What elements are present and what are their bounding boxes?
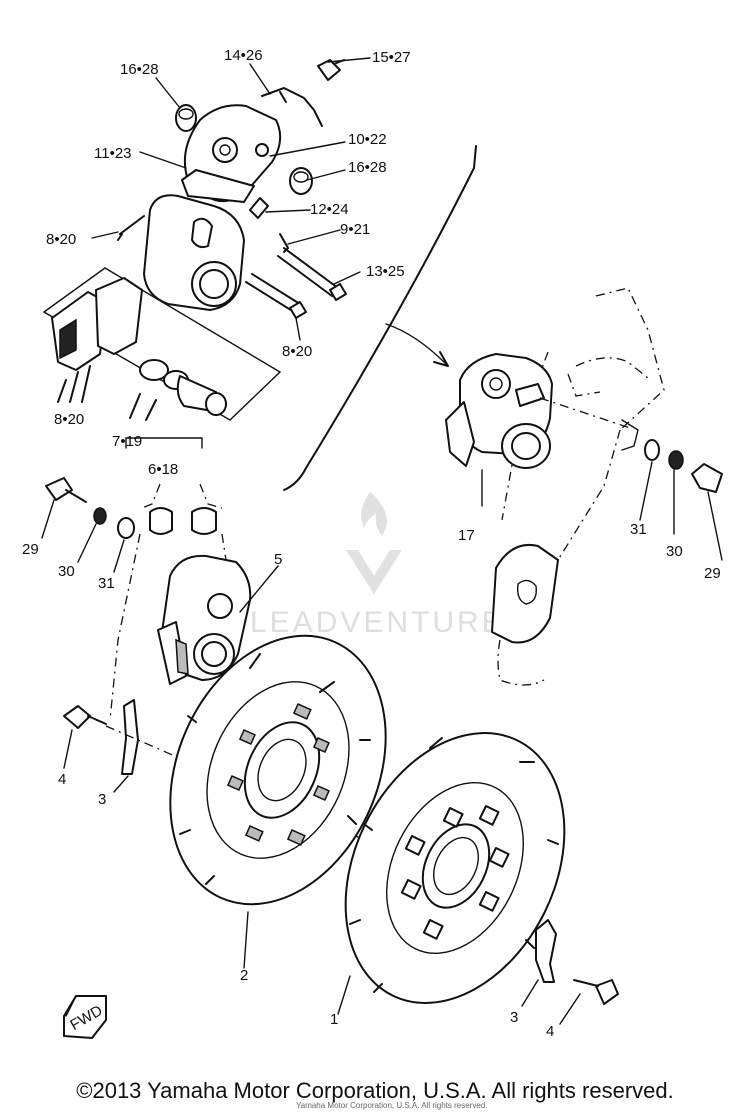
- label-16-28-right: 16•28: [348, 159, 387, 176]
- label-9-21: 9•21: [340, 221, 370, 238]
- part-labels: 16•28 14•26 15•27 10•22 11•23 16•28 12•2…: [22, 47, 721, 1040]
- label-5: 5: [274, 551, 282, 568]
- copyright-notice: ©2013 Yamaha Motor Corporation, U.S.A. A…: [76, 1078, 674, 1103]
- pad-spring: [261, 87, 323, 127]
- brake-pad-right: [95, 277, 143, 355]
- label-8-20-pin: 8•20: [46, 231, 76, 248]
- lock-plate-right: [535, 919, 557, 983]
- caliper-bolt-short: [245, 281, 295, 313]
- label-1: 1: [330, 1011, 338, 1028]
- caliper-assembly-right: [445, 353, 631, 507]
- label-3-right: 3: [510, 1009, 518, 1026]
- copyright-fineprint: Yamaha Motor Corporation, U.S.A. All rig…: [296, 1101, 488, 1110]
- label-6-18: 6•18: [148, 461, 178, 478]
- rubber-boot-upper: [175, 104, 197, 132]
- washer-left: [117, 517, 135, 539]
- label-11-23: 11•23: [94, 145, 132, 162]
- label-10-22: 10•22: [348, 131, 387, 148]
- forward-arrow-icon: FWD: [63, 995, 107, 1039]
- label-29-right: 29: [704, 565, 721, 582]
- watermark-logo: LEADVENTURE: [250, 492, 505, 639]
- watermark-text: LEADVENTURE: [250, 606, 505, 639]
- reference-arrow: [385, 323, 447, 365]
- label-15-27: 15•27: [372, 49, 411, 66]
- bleeder-valve: [249, 197, 269, 219]
- bolt-right: [691, 463, 723, 493]
- disc-hardware-right: [521, 919, 619, 1025]
- disc-bolt-left: [63, 705, 91, 729]
- label-14-26: 14•26: [224, 47, 263, 64]
- label-4-left: 4: [58, 771, 66, 788]
- label-30-right: 30: [666, 543, 683, 560]
- brake-disc-right: [337, 732, 566, 1015]
- lock-washer-left: [93, 507, 107, 525]
- label-30-left: 30: [58, 563, 75, 580]
- label-8-20-bolt: 8•20: [282, 343, 312, 360]
- brake-disc-left: [169, 634, 387, 969]
- bleed-screw: [317, 59, 341, 81]
- retaining-pin: [279, 233, 289, 253]
- label-8-20-pads: 8•20: [54, 411, 84, 428]
- fork-leg-left: [109, 483, 227, 721]
- washer-right: [644, 439, 660, 461]
- caliper-bolt-long: [277, 255, 333, 297]
- label-16-28-top: 16•28: [120, 61, 159, 78]
- mount-hardware-right: [639, 439, 723, 561]
- pad-retaining-plate: [181, 169, 255, 203]
- label-13-25: 13•25: [366, 263, 405, 280]
- pad-pin: [117, 215, 145, 241]
- label-2: 2: [240, 967, 248, 984]
- label-17: 17: [458, 527, 475, 544]
- label-12-24: 12•24: [310, 201, 349, 218]
- caliper-assembly-left: [157, 554, 279, 685]
- mount-hardware-left: [41, 477, 135, 573]
- label-31-left: 31: [98, 575, 115, 592]
- label-7-19: 7•19: [112, 433, 142, 450]
- bolt-left: [45, 477, 73, 501]
- label-31-right: 31: [630, 521, 647, 538]
- fork-leg-right: [491, 287, 665, 686]
- leader-lines-upper: [91, 57, 371, 341]
- caliper-exploded-group: [42, 59, 347, 449]
- disc-bolt-right: [595, 979, 619, 1005]
- section-divider: [283, 145, 477, 491]
- lock-washer-right: [668, 450, 684, 470]
- piston-seal: [139, 359, 169, 381]
- label-4-right: 4: [546, 1023, 554, 1040]
- label-29-left: 29: [22, 541, 39, 558]
- label-3-left: 3: [98, 791, 106, 808]
